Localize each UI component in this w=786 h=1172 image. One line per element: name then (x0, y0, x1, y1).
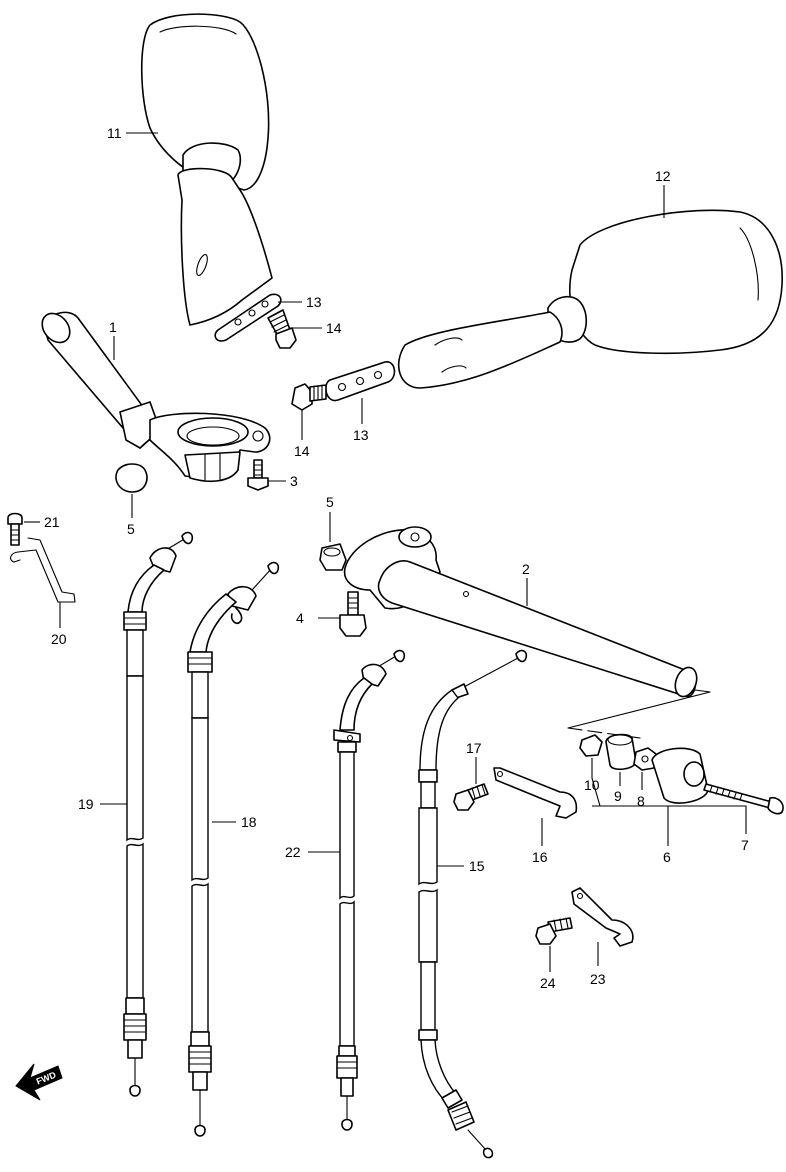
cable-part-15[interactable] (418, 649, 528, 1159)
callout-14-lower: 14 (294, 443, 310, 459)
mirror-bolt-part-14-upper[interactable] (267, 309, 297, 349)
callout-14-upper: 14 (326, 320, 342, 336)
bolt-part-4[interactable] (339, 591, 367, 637)
handlebar-left-part-1[interactable] (37, 308, 271, 483)
bolt-part-3[interactable] (247, 459, 269, 491)
callout-22: 22 (285, 844, 301, 860)
mirror-plate-part-13-lower[interactable] (325, 361, 396, 402)
mirror-left-part-11[interactable] (140, 13, 273, 326)
callout-13-upper: 13 (306, 294, 322, 310)
callout-8: 8 (637, 793, 645, 809)
cable-part-22[interactable] (333, 649, 406, 1131)
clamp-part-16[interactable] (493, 767, 578, 819)
callout-21: 21 (44, 514, 60, 530)
callout-19: 19 (78, 796, 94, 812)
callout-16: 16 (532, 849, 548, 865)
leader-lines (24, 132, 747, 972)
callout-5-right: 5 (326, 494, 334, 510)
callout-23: 23 (590, 971, 606, 987)
callout-24: 24 (540, 975, 556, 991)
handlebar-right-part-2[interactable] (343, 526, 711, 739)
forward-arrow-icon: FWD (15, 1063, 63, 1101)
bolt-part-21[interactable] (7, 512, 23, 546)
spacer-part-9[interactable] (605, 733, 637, 771)
mirror-right-part-12[interactable] (397, 209, 783, 389)
cable-part-19[interactable] (123, 531, 194, 1097)
callout-3: 3 (290, 473, 298, 489)
callout-2: 2 (522, 561, 530, 577)
callout-10: 10 (584, 777, 600, 793)
collar-part-10[interactable] (579, 734, 603, 757)
callout-7: 7 (741, 837, 749, 853)
callout-15: 15 (469, 858, 485, 874)
callout-13-lower: 13 (353, 427, 369, 443)
callout-1: 1 (109, 319, 117, 335)
callout-11: 11 (107, 125, 122, 141)
mirror-plate-part-13[interactable] (214, 293, 282, 342)
callout-18: 18 (241, 814, 257, 830)
clamp-part-23[interactable] (571, 887, 634, 947)
bolt-part-17[interactable] (453, 783, 489, 811)
callout-labels: 11 12 13 14 1 14 13 3 5 21 20 5 2 4 17 1… (44, 125, 749, 991)
callout-17: 17 (466, 740, 482, 756)
callout-4: 4 (296, 610, 304, 626)
bolt-part-24[interactable] (535, 917, 573, 945)
callout-12: 12 (655, 168, 671, 184)
callout-20: 20 (51, 631, 67, 647)
callout-9: 9 (614, 788, 622, 804)
bar-end-weight-part-6[interactable] (651, 747, 709, 804)
cap-part-5-left[interactable] (115, 463, 148, 493)
callout-5-left: 5 (127, 521, 135, 537)
cable-part-18[interactable] (187, 561, 280, 1137)
screw-part-7[interactable] (703, 783, 784, 815)
cap-part-5-right[interactable] (319, 543, 347, 571)
mirror-bolt-part-14-lower[interactable] (291, 383, 327, 411)
bracket-part-20[interactable] (9, 537, 76, 603)
callout-6: 6 (663, 849, 671, 865)
